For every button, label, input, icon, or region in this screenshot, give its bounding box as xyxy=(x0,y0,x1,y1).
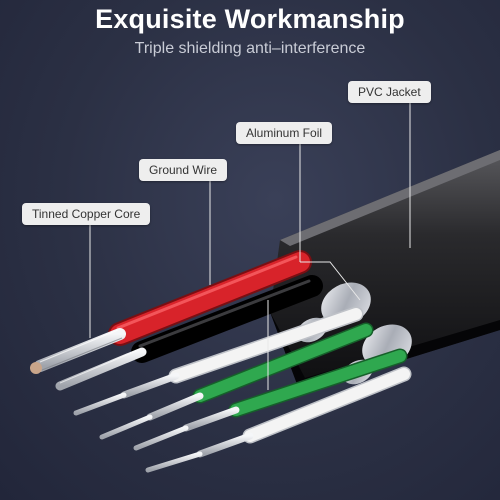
callout-ground-wire: Ground Wire xyxy=(139,159,228,181)
page-title: Exquisite Workmanship xyxy=(95,4,405,34)
callout-tinned-copper-core: Tinned Copper Core xyxy=(22,203,151,225)
callout-leader-lines xyxy=(89,102,411,390)
callout-aluminum-foil: Aluminum Foil xyxy=(236,122,333,144)
lower-white-wire xyxy=(145,366,412,473)
black-ground-wire xyxy=(55,275,323,391)
page-subtitle: Triple shielding anti–interference xyxy=(134,40,366,57)
callout-pvc-jacket: PVC Jacket xyxy=(348,81,431,103)
upper-green-wire xyxy=(99,322,374,440)
red-wire xyxy=(30,250,312,374)
upper-white-wire xyxy=(73,306,364,416)
lower-green-wire xyxy=(133,348,408,451)
